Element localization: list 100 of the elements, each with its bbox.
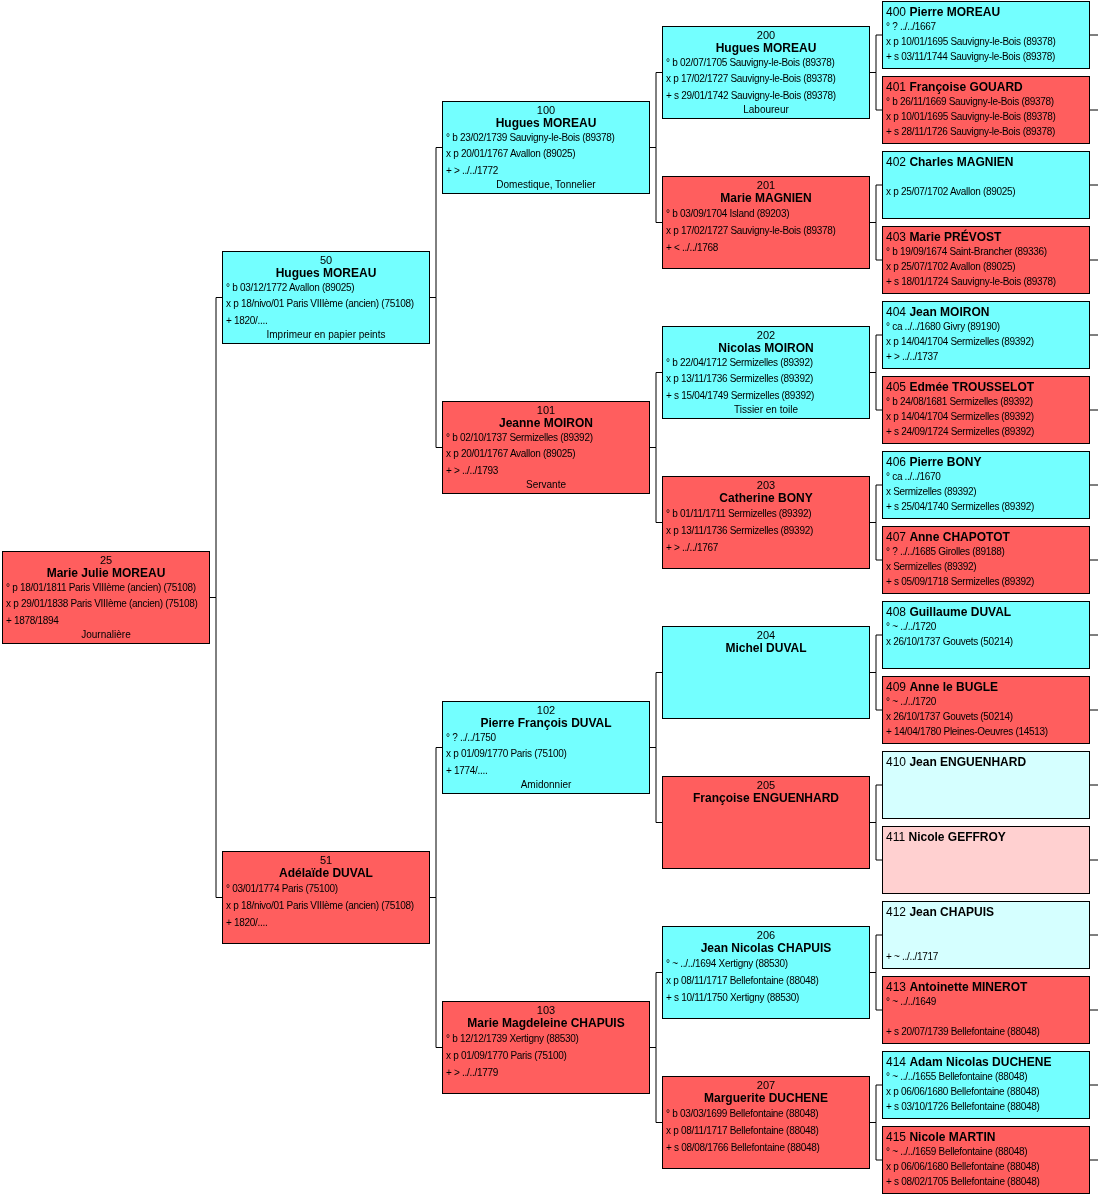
event-line: + s 15/04/1749 Sermizelles (89392) (666, 389, 814, 402)
person-name: Marie MAGNIEN (720, 191, 812, 205)
person-box (882, 376, 1090, 444)
sosa-number: 406 (886, 455, 907, 469)
person-box (882, 751, 1090, 819)
sosa-number: 402 (886, 155, 907, 169)
sosa-number: 25 (99, 554, 113, 566)
person-name: Anne le BUGLE (909, 680, 999, 694)
person-box (222, 251, 430, 344)
event-line: ° ~ ../../1655 Bellefontaine (88048) (886, 1070, 1028, 1083)
sosa-number: 413 (886, 980, 907, 994)
event-line: x p 18/nivo/01 Paris VIIIème (ancien) (75108) (226, 899, 414, 912)
event-line: x Sermizelles (89392) (886, 560, 977, 573)
tree-line (1089, 784, 1098, 786)
event-line: x p 10/01/1695 Sauvigny-le-Bois (89378) (886, 35, 1056, 48)
event-line: x p 17/02/1727 Sauvigny-le-Bois (89378) (666, 224, 836, 237)
event-line: x p 18/nivo/01 Paris VIIIème (ancien) (75108) (226, 298, 414, 311)
event-line: + 1820/.... (226, 916, 268, 929)
person-box (882, 601, 1090, 669)
occupation: Domestique, Tonnelier (496, 179, 596, 190)
event-line: + 1820/.... (226, 314, 268, 327)
person-name: Hugues MOREAU (275, 266, 377, 280)
sosa-number: 415 (886, 1130, 907, 1144)
event-line: + ~ ../../1717 (886, 950, 938, 963)
event-line: x 26/10/1737 Gouvets (50214) (886, 710, 1013, 723)
event-line: + s 18/01/1724 Sauvigny-le-Bois (89378) (886, 275, 1056, 288)
person-box (222, 851, 430, 944)
event-line: + 1878/1894 (6, 614, 59, 627)
tree-line (1089, 1159, 1098, 1161)
tree-line (1089, 934, 1098, 936)
tree-line (1089, 34, 1098, 36)
event-line: ° b 02/07/1705 Sauvigny-le-Bois (89378) (666, 57, 835, 70)
person-name: Jean Nicolas CHAPUIS (700, 941, 832, 955)
person-box (882, 676, 1090, 744)
tree-line (1089, 259, 1098, 261)
event-line: ° ? ../../1685 Girolles (89188) (886, 545, 1005, 558)
occupation: Laboureur (743, 104, 789, 115)
person-box (662, 26, 870, 119)
person-name: Hugues MOREAU (495, 116, 597, 130)
person-name: Marguerite DUCHENE (704, 1091, 828, 1105)
event-line: + s 03/10/1726 Bellefontaine (88048) (886, 1100, 1040, 1113)
sosa-number: 400 (886, 5, 907, 19)
event-line: + s 25/04/1740 Sermizelles (89392) (886, 500, 1034, 513)
sosa-number: 410 (886, 755, 907, 769)
person-box (882, 826, 1090, 894)
event-line: + > ../../1767 (666, 541, 718, 554)
event-line: + s 08/08/1766 Bellefontaine (88048) (666, 1141, 820, 1154)
event-line: ° ca ../../1680 Givry (89190) (886, 320, 1000, 333)
event-line: ° b 23/02/1739 Sauvigny-le-Bois (89378) (446, 132, 615, 145)
person-name: Adam Nicolas DUCHENE (909, 1055, 1052, 1069)
event-line: ° ~ ../../1720 (886, 695, 937, 708)
event-line: + < ../../1768 (666, 241, 718, 254)
person-box (662, 326, 870, 419)
person-box (442, 101, 650, 194)
event-line: ° ~ ../../1694 Xertigny (88530) (666, 957, 788, 970)
person-name: Anne CHAPOTOT (909, 530, 1010, 544)
event-line: ° 03/01/1774 Paris (75100) (226, 882, 338, 895)
occupation: Imprimeur en papier peints (266, 329, 386, 340)
tree-line (1089, 634, 1098, 636)
person-name: Jean MOIRON (909, 305, 990, 319)
person-name: Adélaïde DUVAL (279, 866, 373, 880)
event-line: ° p 18/01/1811 Paris VIIIème (ancien) (75108) (6, 582, 196, 595)
person-name: Antoinette MINEROT (909, 980, 1028, 994)
event-line: + s 08/02/1705 Bellefontaine (88048) (886, 1175, 1040, 1188)
person-box (442, 701, 650, 794)
event-line: x p 25/07/1702 Avallon (89025) (886, 185, 1016, 198)
person-box (442, 401, 650, 494)
event-line: + > ../../1779 (446, 1066, 498, 1079)
event-line: + s 29/01/1742 Sauvigny-le-Bois (89378) (666, 89, 836, 102)
person-box (662, 1076, 870, 1169)
person-box (882, 1126, 1090, 1194)
event-line: x 26/10/1737 Gouvets (50214) (886, 635, 1013, 648)
tree-line (1089, 1009, 1098, 1011)
sosa-number: 200 (756, 29, 776, 41)
sosa-number: 411 (886, 830, 906, 844)
event-line: + s 28/11/1726 Sauvigny-le-Bois (89378) (886, 125, 1056, 138)
event-line: ° ~ ../../1720 (886, 620, 937, 633)
event-line: ° ? ../../1750 (446, 732, 496, 745)
tree-line (1089, 859, 1098, 861)
person-box (882, 1051, 1090, 1119)
person-box (662, 176, 870, 269)
event-line: x p 01/09/1770 Paris (75100) (446, 1049, 567, 1062)
event-line: x p 13/11/1736 Sermizelles (89392) (666, 373, 813, 386)
person-box (882, 151, 1090, 219)
person-name: Marie Magdeleine CHAPUIS (467, 1016, 625, 1030)
person-name: Nicole GEFFROY (908, 830, 1006, 844)
event-line: x Sermizelles (89392) (886, 485, 977, 498)
person-box (882, 976, 1090, 1044)
event-line: x p 25/07/1702 Avallon (89025) (886, 260, 1016, 273)
person-box (662, 776, 870, 869)
sosa-number: 403 (886, 230, 907, 244)
event-line: ° b 19/09/1674 Saint-Brancher (89336) (886, 245, 1047, 258)
sosa-number: 206 (756, 929, 776, 941)
person-name: Michel DUVAL (725, 641, 807, 655)
person-name: Pierre BONY (909, 455, 982, 469)
person-name: Guillaume DUVAL (909, 605, 1012, 619)
tree-line (1089, 709, 1098, 711)
sosa-number: 204 (756, 629, 776, 641)
sosa-number: 102 (536, 704, 556, 716)
person-name: Françoise ENGUENHARD (693, 791, 839, 805)
